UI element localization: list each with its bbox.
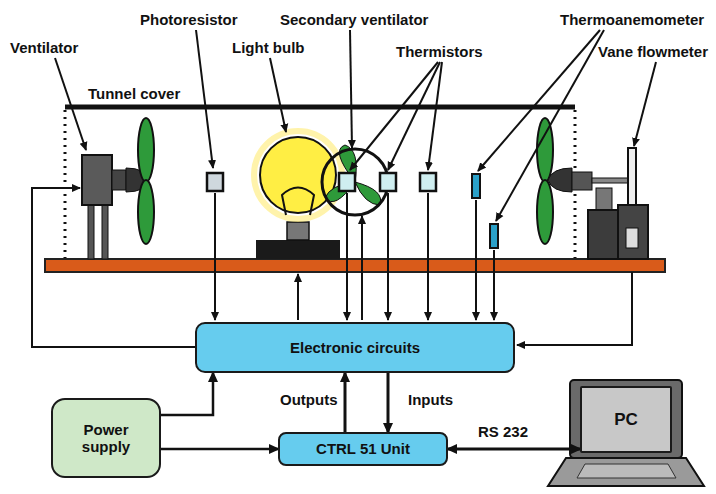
part-label: Thermistors [396, 44, 483, 61]
connector [161, 373, 213, 415]
edge-label: Inputs [408, 392, 453, 409]
connector [161, 448, 278, 451]
part-label: Secondary ventilator [280, 12, 428, 29]
part-label: Tunnel cover [88, 86, 180, 103]
node-text: PC [614, 410, 638, 430]
connector [387, 373, 390, 432]
connector [448, 448, 580, 451]
node-text: CTRL 51 Unit [316, 440, 410, 457]
part-label: Light bulb [232, 40, 304, 57]
controller-box: CTRL 51 Unit [278, 432, 448, 466]
connector [344, 373, 347, 432]
node-text: Electronic circuits [290, 339, 420, 356]
part-label: Ventilator [10, 40, 78, 57]
node-text: Power supply [59, 421, 153, 456]
part-label: Photoresistor [140, 12, 238, 29]
part-label: Vane flowmeter [598, 44, 708, 61]
part-label: Thermoanemometer [560, 12, 704, 29]
edge-label: Outputs [280, 392, 338, 409]
edge-label: RS 232 [478, 424, 528, 441]
circuit-box: Electronic circuits [195, 322, 515, 373]
pc-screen: PC [580, 386, 672, 453]
power-box: Power supply [51, 398, 161, 478]
